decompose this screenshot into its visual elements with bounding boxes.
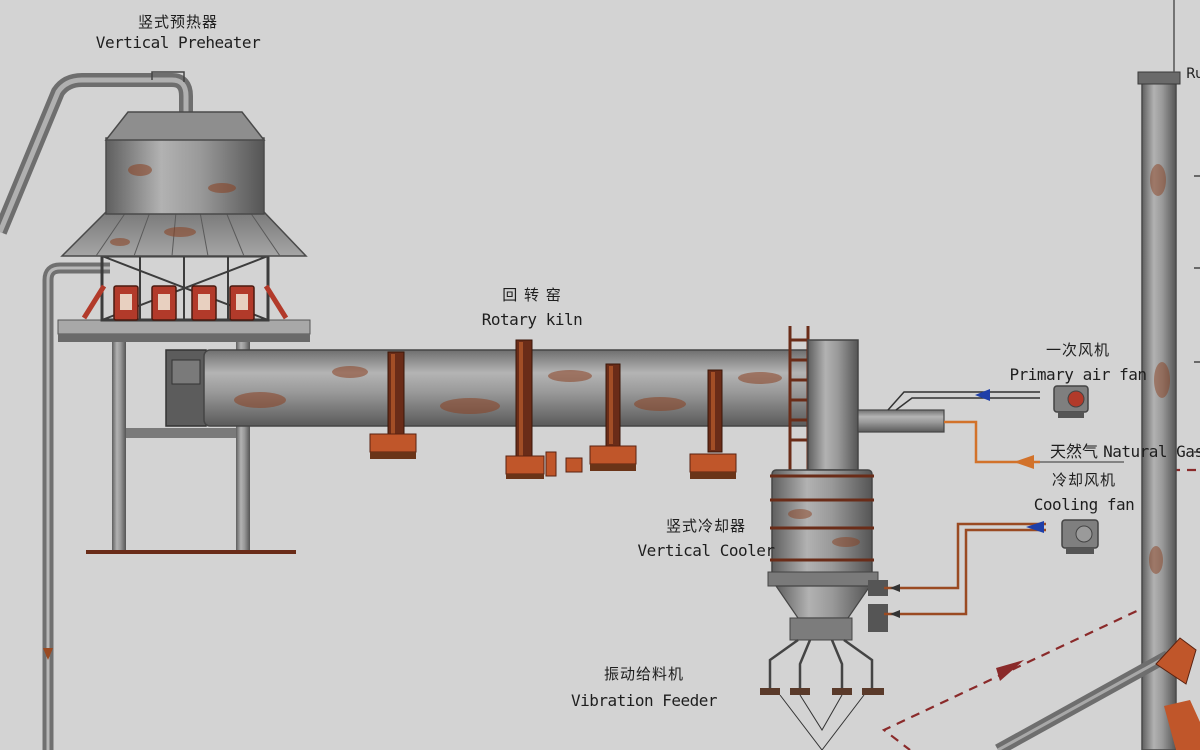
right-chimney bbox=[995, 0, 1200, 750]
label-en: Natural Gas bbox=[1103, 442, 1200, 461]
label-zh: 竖式冷却器 bbox=[665, 517, 746, 535]
label-zh: 冷却风机 bbox=[1051, 471, 1116, 489]
label-en: Vertical Preheater bbox=[95, 33, 261, 52]
label-zh: 回 转 窑 bbox=[502, 286, 562, 304]
label-right-edge-text: Ru bbox=[1186, 66, 1200, 82]
label-en: Cooling fan bbox=[1033, 495, 1135, 514]
label-en: Vertical Cooler bbox=[637, 541, 776, 560]
label-zh: 竖式预热器 bbox=[137, 13, 219, 31]
label-cooling-fan: 冷却风机 Cooling fan bbox=[1033, 470, 1135, 516]
label-natural-gas: 天然气 Natural Gas bbox=[1050, 438, 1200, 462]
label-right-edge: Ru bbox=[1186, 66, 1200, 82]
label-primary-air-fan: 一次风机 Primary air fan bbox=[1009, 340, 1148, 386]
label-vibration-feeder: 振动给料机 Vibration Feeder bbox=[570, 664, 718, 712]
primary-air-fan-icon bbox=[1053, 385, 1089, 418]
label-vertical-preheater: 竖式预热器 Vertical Preheater bbox=[95, 12, 261, 54]
label-vertical-cooler: 竖式冷却器 Vertical Cooler bbox=[637, 516, 776, 562]
label-zh: 天然气 bbox=[1050, 442, 1099, 461]
label-zh: 振动给料机 bbox=[603, 665, 684, 683]
vertical-cooler bbox=[760, 326, 945, 750]
cooling-fan-icon bbox=[1061, 519, 1099, 554]
label-zh: 一次风机 bbox=[1045, 341, 1110, 359]
rotary-kiln bbox=[203, 339, 815, 479]
label-en: Rotary kiln bbox=[481, 310, 583, 329]
air-gas-piping bbox=[884, 389, 1124, 618]
label-en: Primary air fan bbox=[1009, 365, 1148, 384]
label-en: Vibration Feeder bbox=[570, 691, 718, 710]
vertical-preheater bbox=[57, 111, 311, 554]
label-rotary-kiln: 回 转 窑 Rotary kiln bbox=[481, 285, 583, 331]
left-return-pipe bbox=[0, 71, 193, 750]
